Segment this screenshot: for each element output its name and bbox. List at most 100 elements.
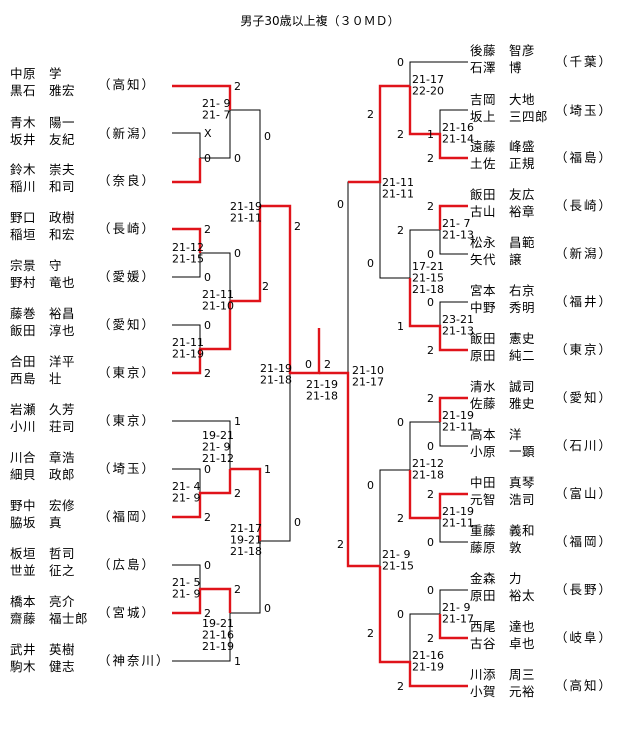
right-entry-2: 吉岡 大地 坂上 三四郎 （埼玉）: [470, 92, 613, 124]
left-entry-10: 野中 宏修 脇坂 真 （福岡）: [10, 498, 154, 530]
line-l-w-4: [172, 227, 202, 253]
line-r-w-8: [438, 396, 468, 422]
line-r-r2c-top: [409, 421, 440, 470]
left-player-7-b: 西島 壮: [10, 371, 62, 386]
right-player-8-a: 清水 誠司: [470, 379, 535, 394]
r-r2-2-bottom-score: 1: [397, 320, 404, 333]
line-r-w-3: [408, 86, 468, 160]
l-r4-bottom-score: 0: [294, 516, 301, 529]
line-r-r1a-top: [439, 109, 468, 134]
left-player-9-a: 川合 章浩: [10, 450, 75, 465]
right-entry-12: 金森 力 原田 裕太 （長野）: [470, 571, 613, 603]
right-pref-5: （新潟）: [555, 246, 613, 261]
left-pref-12: （宮城）: [98, 605, 156, 620]
line-l-w-r3a: [230, 206, 262, 303]
right-entry-9: 高本 洋 小原 一顕 （石川）: [470, 427, 611, 459]
line-l-w-10: [172, 469, 232, 519]
left-player-5-b: 野村 竜也: [10, 275, 75, 290]
r-r3-2-top-score: 0: [367, 479, 374, 492]
right-entry-5: 松永 昌範 矢代 譲 （新潟）: [470, 235, 613, 267]
line-l-w-3: [172, 158, 202, 184]
right-player-12-a: 金森 力: [470, 571, 522, 586]
l-r4-top-score: 2: [294, 220, 301, 233]
right-player-2-b: 坂上 三四郎: [470, 109, 548, 124]
right-player-13-a: 西尾 達也: [470, 619, 535, 634]
right-entry-1: 後藤 智彦 石澤 博 （千葉）: [470, 43, 611, 75]
left-entry-6: 藤巻 裕昌 飯田 淳也 （愛知）: [10, 306, 154, 338]
right-pref-2: （埼玉）: [555, 103, 613, 118]
line-r-w-r4: [319, 371, 380, 568]
left-player-3-b: 稲川 和司: [10, 179, 75, 194]
l-r1-4-top-score: 0: [204, 463, 211, 476]
left-entry-5: 宗景 守 野村 竜也 （愛媛）: [10, 258, 156, 290]
l-r2-2-top-score: 0: [234, 247, 241, 260]
line-r-w-13: [438, 614, 468, 640]
right-pref-12: （長野）: [555, 582, 613, 597]
right-entry-7: 飯田 憲史 原田 純二 （東京）: [470, 331, 611, 363]
left-entry-4: 野口 政樹 稲垣 和宏 （長崎）: [10, 210, 154, 242]
right-pref-4: （長崎）: [555, 198, 613, 213]
left-player-13-b: 駒木 健志: [10, 659, 75, 674]
right-bracket-lines: [319, 61, 468, 688]
l-r2-3-top-score: 1: [234, 415, 241, 428]
left-player-2-a: 青木 陽一: [10, 115, 75, 130]
left-bracket-lines: [172, 84, 321, 662]
r-r3-1-top-score: 2: [367, 108, 374, 121]
line-l-r3a-top: [230, 109, 261, 206]
r-r2-3-bottom-score: 2: [397, 512, 404, 525]
r-r1-4-bottom-score: 0: [427, 440, 434, 453]
right-player-5-a: 松永 昌範: [470, 235, 535, 250]
line-l-r4-bot: [260, 373, 291, 542]
right-player-1-a: 後藤 智彦: [470, 43, 535, 58]
left-pref-1: （高知）: [98, 77, 156, 92]
right-player-6-a: 宮本 右京: [470, 283, 535, 298]
right-player-8-b: 佐藤 雅史: [470, 396, 535, 411]
left-entry-1: 中原 学 黒石 雅宏 （高知）: [10, 66, 156, 98]
line-r-r1f-top: [439, 589, 468, 614]
left-entry-7: 合田 洋平 西島 壮 （東京）: [10, 354, 154, 386]
left-player-9-b: 細貝 政郎: [10, 467, 75, 482]
left-entry-9: 川合 章浩 細貝 政郎 （埼玉）: [10, 450, 156, 482]
r-r2-1-top-score: 0: [397, 56, 404, 69]
right-player-13-b: 古谷 卓也: [470, 636, 535, 651]
r-r3-1-bottom-score: 0: [367, 257, 374, 270]
l-r1-4-bottom-score: 2: [204, 511, 211, 524]
right-entry-11: 重藤 義和 藤原 敦 （福岡）: [470, 523, 613, 555]
r-r1-5-top-score: 2: [427, 488, 434, 501]
line-l-r2b-top: [200, 252, 231, 301]
line-l-r2c-top: [172, 420, 231, 469]
r-r3-2-bottom-score: 2: [367, 627, 374, 640]
left-entry-8: 岩瀬 久芳 小川 荘司 （東京）: [10, 402, 154, 434]
right-entries: 後藤 智彦 石澤 博 （千葉） 吉岡 大地 坂上 三四郎 （埼玉） 遠藤 峰盛 …: [470, 43, 613, 699]
line-l-r1b-bot: [172, 253, 201, 278]
right-entry-14: 川添 周三 小賀 元裕 （高知）: [470, 667, 611, 699]
left-pref-5: （愛媛）: [98, 269, 156, 284]
left-player-12-a: 橋本 亮介: [10, 594, 75, 609]
left-pref-9: （埼玉）: [98, 461, 156, 476]
l-r1-1-bottom-score: 0: [204, 152, 211, 165]
left-player-6-b: 飯田 淳也: [10, 323, 75, 338]
right-player-12-b: 原田 裕太: [470, 588, 535, 603]
right-pref-11: （福岡）: [555, 534, 613, 549]
r-r2-3-top-score: 0: [397, 416, 404, 429]
right-player-4-b: 古山 裕章: [470, 204, 535, 219]
line-l-r1d-top: [172, 468, 201, 493]
right-player-10-b: 元智 浩司: [470, 492, 535, 507]
left-entry-13: 武井 英樹 駒木 健志 （神奈川）: [10, 642, 169, 674]
page-title: 男子30歳以上複（３０ＭＤ）: [240, 13, 399, 28]
right-player-6-b: 中野 秀明: [470, 300, 535, 315]
r-r2-1-bottom-score: 2: [397, 128, 404, 141]
left-pref-2: （新潟）: [98, 126, 156, 141]
final-right-score: 2: [324, 358, 331, 371]
